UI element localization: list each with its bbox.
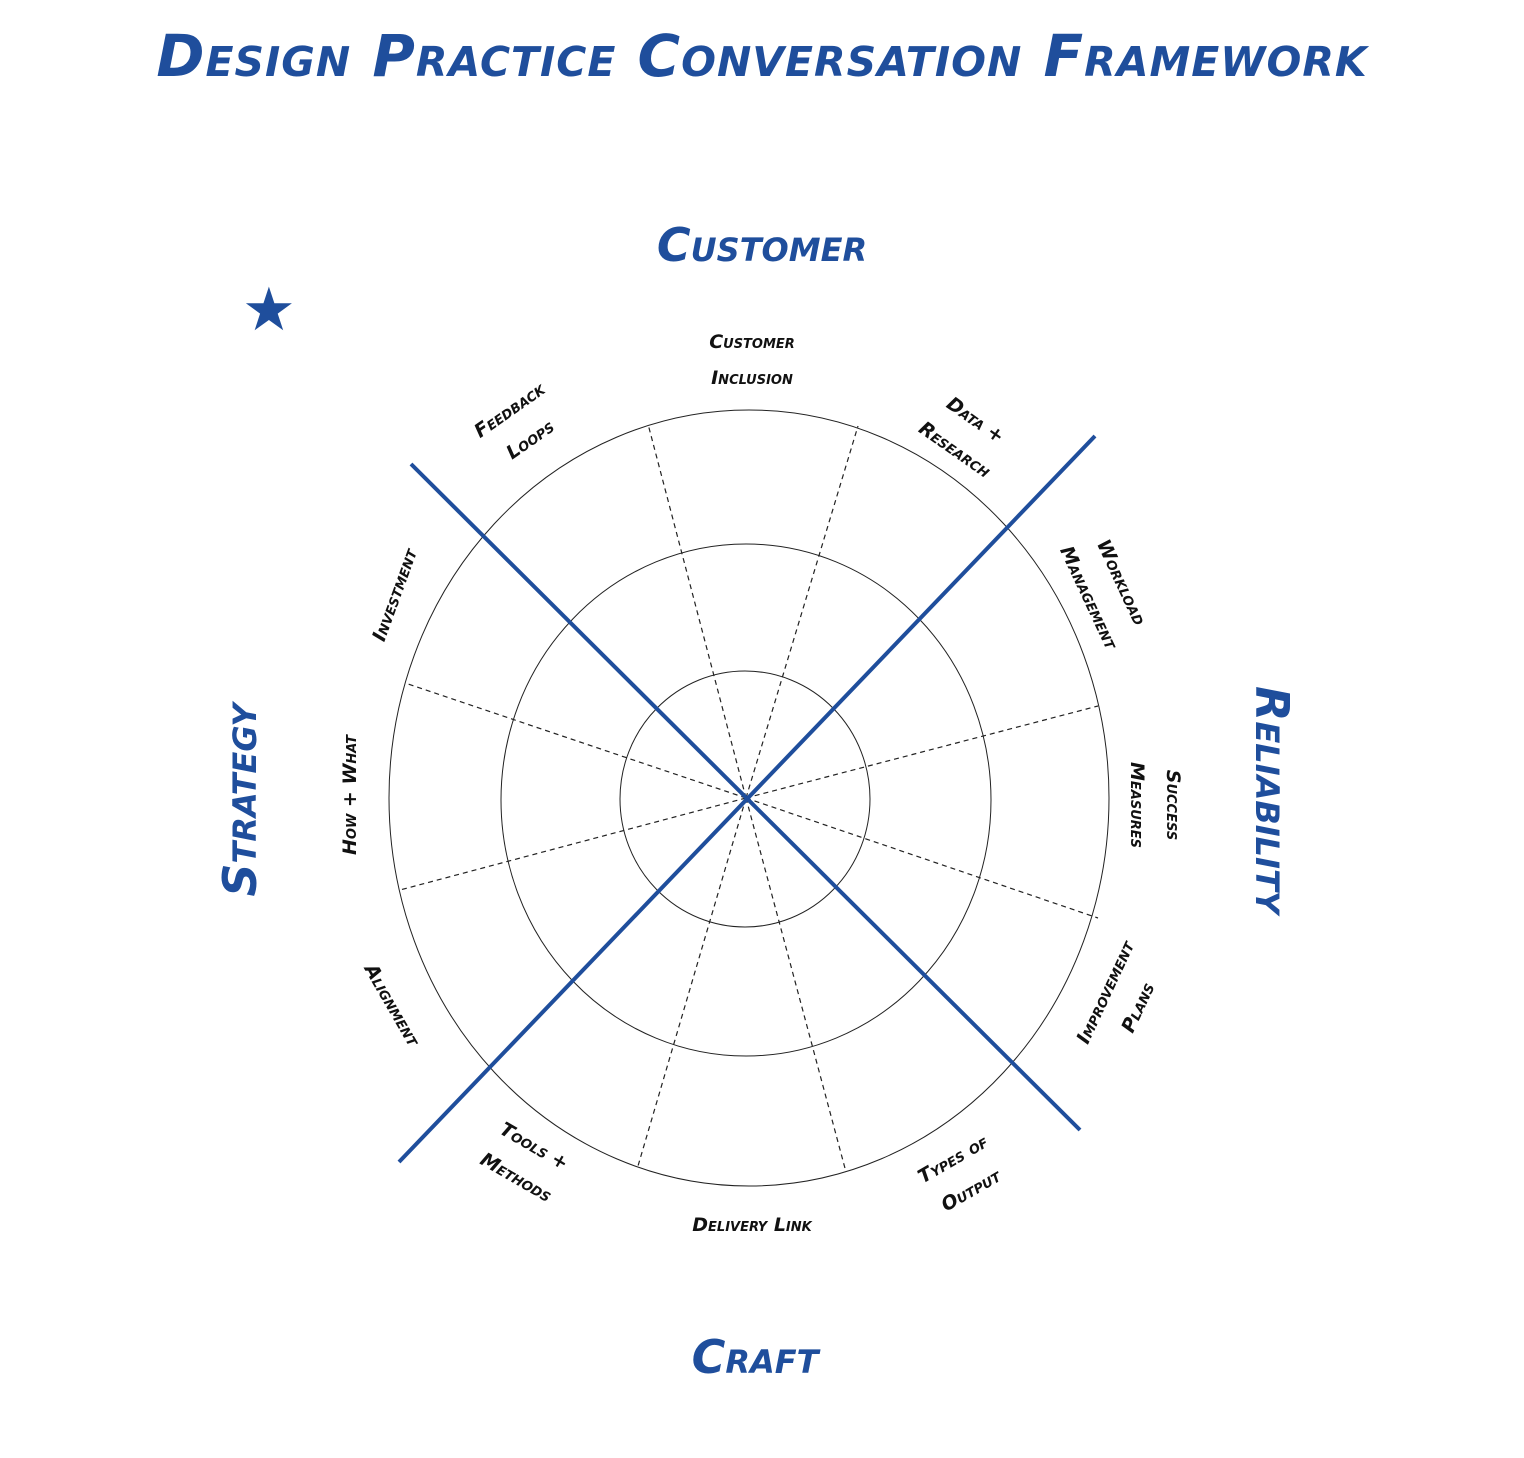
segment-label: Delivery Link	[692, 1207, 811, 1243]
quadrant-reliability: Reliability	[1245, 686, 1299, 914]
middle-ring	[500, 543, 992, 1057]
quadrant-axis-b	[397, 434, 1097, 1164]
quadrant-axis-a	[409, 462, 1082, 1132]
segment-label-line: Customer	[709, 331, 795, 353]
quadrant-strategy: Strategy	[213, 703, 267, 897]
inner-ring	[619, 670, 871, 928]
page-title: Design Practice Conversation Framework	[156, 22, 1368, 90]
star-icon: ★	[242, 275, 296, 345]
segment-label-line: How + What	[339, 735, 361, 855]
outer-ring	[388, 409, 1110, 1187]
segment-label-line: Inclusion	[711, 367, 793, 389]
segment-dividers	[399, 423, 1099, 1173]
segment-label-line: Success	[1162, 769, 1184, 841]
segment-label: Success Measures	[1119, 762, 1191, 848]
segment-label-line: Measures	[1126, 761, 1148, 849]
quadrant-customer: Customer	[656, 218, 868, 272]
segment-label-line: Delivery Link	[692, 1214, 812, 1236]
quadrant-craft: Craft	[691, 1330, 819, 1384]
segment-label: How + What	[332, 735, 368, 855]
